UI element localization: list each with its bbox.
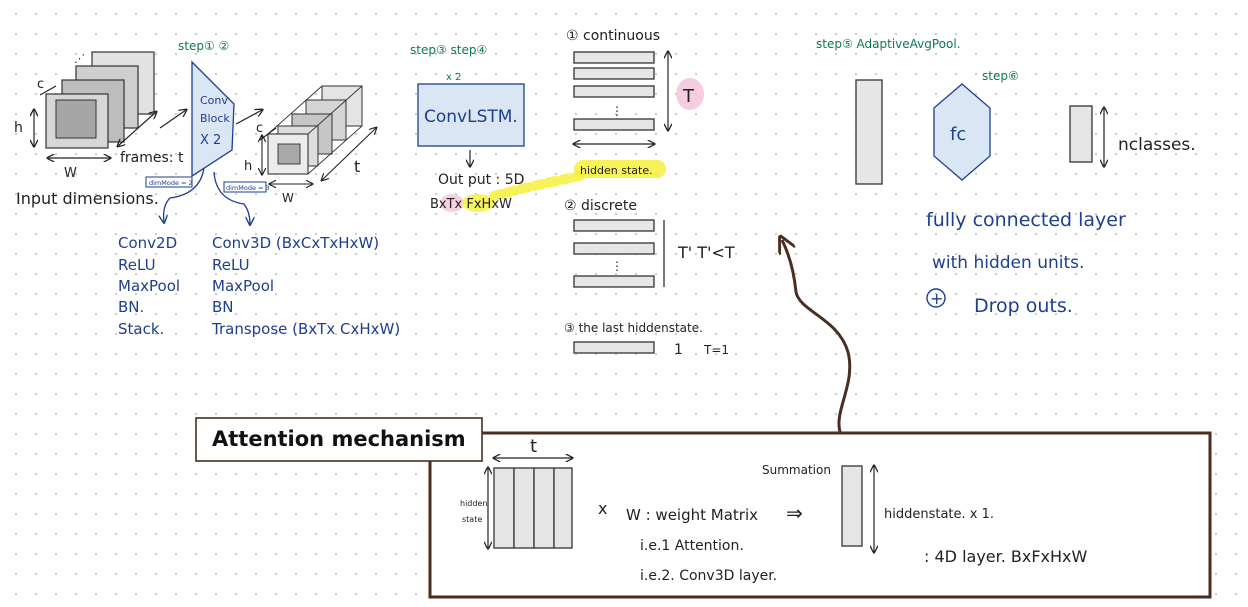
attention-title-box <box>195 417 483 462</box>
continuous-bar <box>573 85 655 98</box>
input-h-label: h <box>14 120 23 136</box>
output-bar <box>1069 105 1093 163</box>
highlight-pink-1 <box>440 194 464 212</box>
fc-hexagon <box>933 83 991 181</box>
input-c-label: c <box>37 77 44 92</box>
last-state-label: ③ the last hiddenstate. <box>564 321 703 335</box>
discrete-label: ② discrete <box>564 198 637 214</box>
hidden-state-label: hidden state. <box>580 164 653 177</box>
conv3d-item: ReLU <box>212 256 250 274</box>
conv-block-steps: step① ② <box>178 39 229 53</box>
input-frame-stack <box>45 51 155 149</box>
fc-desc-line3: Drop outs. <box>974 295 1073 317</box>
discrete-Tprime-label: T' T'<T <box>677 243 735 262</box>
discrete-dots: ⋮ <box>611 259 623 273</box>
convlstm-output-label: Out put : 5D <box>438 172 524 188</box>
attention-side-label-2: state <box>462 515 482 524</box>
dim-mode-2-text: dimMode = 2 <box>149 179 193 187</box>
attention-4d-label: : 4D layer. BxFxHxW <box>924 547 1088 566</box>
conv3d-item: Transpose (BxTx CxHxW) <box>211 320 400 338</box>
attention-to-discrete-arrow <box>782 240 852 433</box>
conv3d-item: MaxPool <box>212 277 274 295</box>
dim-mode-3-text: dimMode = 3 <box>226 184 270 192</box>
input-w-label: W <box>64 166 77 181</box>
attention-times: x <box>598 499 607 518</box>
attention-weight: W : weight Matrix <box>626 506 758 524</box>
input-frames-arrow <box>118 112 156 146</box>
attention-result-label: hiddenstate. x 1. <box>884 507 994 522</box>
conv3d-item: BN <box>212 298 234 316</box>
cube-t-label: t <box>354 157 360 176</box>
attention-ie2: i.e.2. Conv3D layer. <box>640 568 777 584</box>
conv2d-item: BN. <box>118 298 144 316</box>
convlstm-output-dims: BxTx FxHxW <box>430 197 512 212</box>
conv3d-list: Conv3D (BxCxTxHxW) ReLU MaxPool BN Trans… <box>211 234 400 338</box>
conv3d-item: Conv3D (BxCxTxHxW) <box>212 234 379 252</box>
continuous-dots: ⋮ <box>611 104 623 118</box>
convlstm-label: ConvLSTM. <box>424 107 518 127</box>
cube-h-label: h <box>244 159 252 174</box>
discrete-bar <box>573 219 655 232</box>
branch-3d-arrow <box>213 171 250 224</box>
attention-implies: ⇒ <box>786 501 803 525</box>
hidden-state-highlight <box>574 160 666 178</box>
block-to-cube-arrow <box>235 110 262 125</box>
last-state-one: 1 <box>674 342 683 358</box>
feature-cube <box>267 85 363 175</box>
fc-desc-plus: + <box>930 289 943 308</box>
fc-step-label: step⑥ <box>982 69 1019 83</box>
continuous-label: ① continuous <box>566 28 660 44</box>
attention-title: Attention mechanism <box>212 427 466 451</box>
nclasses-label: nclasses. <box>1118 135 1196 155</box>
fc-desc-line1: fully connected layer <box>926 209 1126 231</box>
conv2d-item: MaxPool <box>118 277 180 295</box>
continuous-bar <box>573 51 655 64</box>
input-dots: ⋰ <box>74 52 85 65</box>
pool-step-label: step⑤ AdaptiveAvgPool. <box>816 37 961 51</box>
continuous-bar <box>573 67 655 80</box>
convlstm-box <box>417 83 525 147</box>
attention-result-bar <box>841 465 863 547</box>
input-to-block-arrow <box>159 110 186 129</box>
input-frames-label: frames: t <box>120 150 184 166</box>
attention-hidden-stack <box>493 467 573 549</box>
highlight-yellow-trail <box>489 171 585 201</box>
conv-block-text-2: Block <box>200 112 230 125</box>
attention-t-label: t <box>530 436 537 457</box>
conv2d-item: Conv2D <box>118 234 177 252</box>
input-c-arrow <box>39 85 57 96</box>
attention-side-label-1: hidden <box>460 499 487 508</box>
continuous-T-label: T <box>682 86 695 107</box>
fc-desc-line2: with hidden units. <box>932 253 1084 273</box>
attention-summation: Summation <box>762 463 831 477</box>
cube-t-arrow <box>322 128 376 180</box>
plus-circle-icon <box>926 288 946 308</box>
continuous-bar <box>573 118 655 131</box>
conv-block-text-1: Conv <box>200 94 228 107</box>
last-state-T-eq: T=1 <box>703 343 729 357</box>
cube-c-label: c <box>256 121 263 136</box>
conv-block-text-3: X 2 <box>200 133 221 148</box>
dim-mode-2-tag <box>145 176 193 188</box>
pooled-bar <box>855 79 883 185</box>
last-state-bar <box>573 341 655 354</box>
attention-ie1: i.e.1 Attention. <box>640 538 744 554</box>
highlight-yellow-1 <box>462 194 494 212</box>
discrete-bar <box>573 275 655 288</box>
discrete-bar <box>573 242 655 255</box>
conv2d-list: Conv2D ReLU MaxPool BN. Stack. <box>118 234 180 338</box>
cube-w-label: W <box>282 191 294 205</box>
T-highlight <box>676 78 704 110</box>
dim-mode-3-tag <box>223 181 267 193</box>
conv2d-item: ReLU <box>118 256 156 274</box>
convlstm-multiplier: x 2 <box>446 72 461 83</box>
branch-2d-arrow <box>164 167 205 222</box>
convlstm-steps: step③ step④ <box>410 43 487 57</box>
fc-label: fc <box>950 124 966 145</box>
conv-block-trapezoid <box>191 60 235 178</box>
conv2d-item: Stack. <box>118 320 164 338</box>
input-caption: Input dimensions. <box>16 189 159 208</box>
